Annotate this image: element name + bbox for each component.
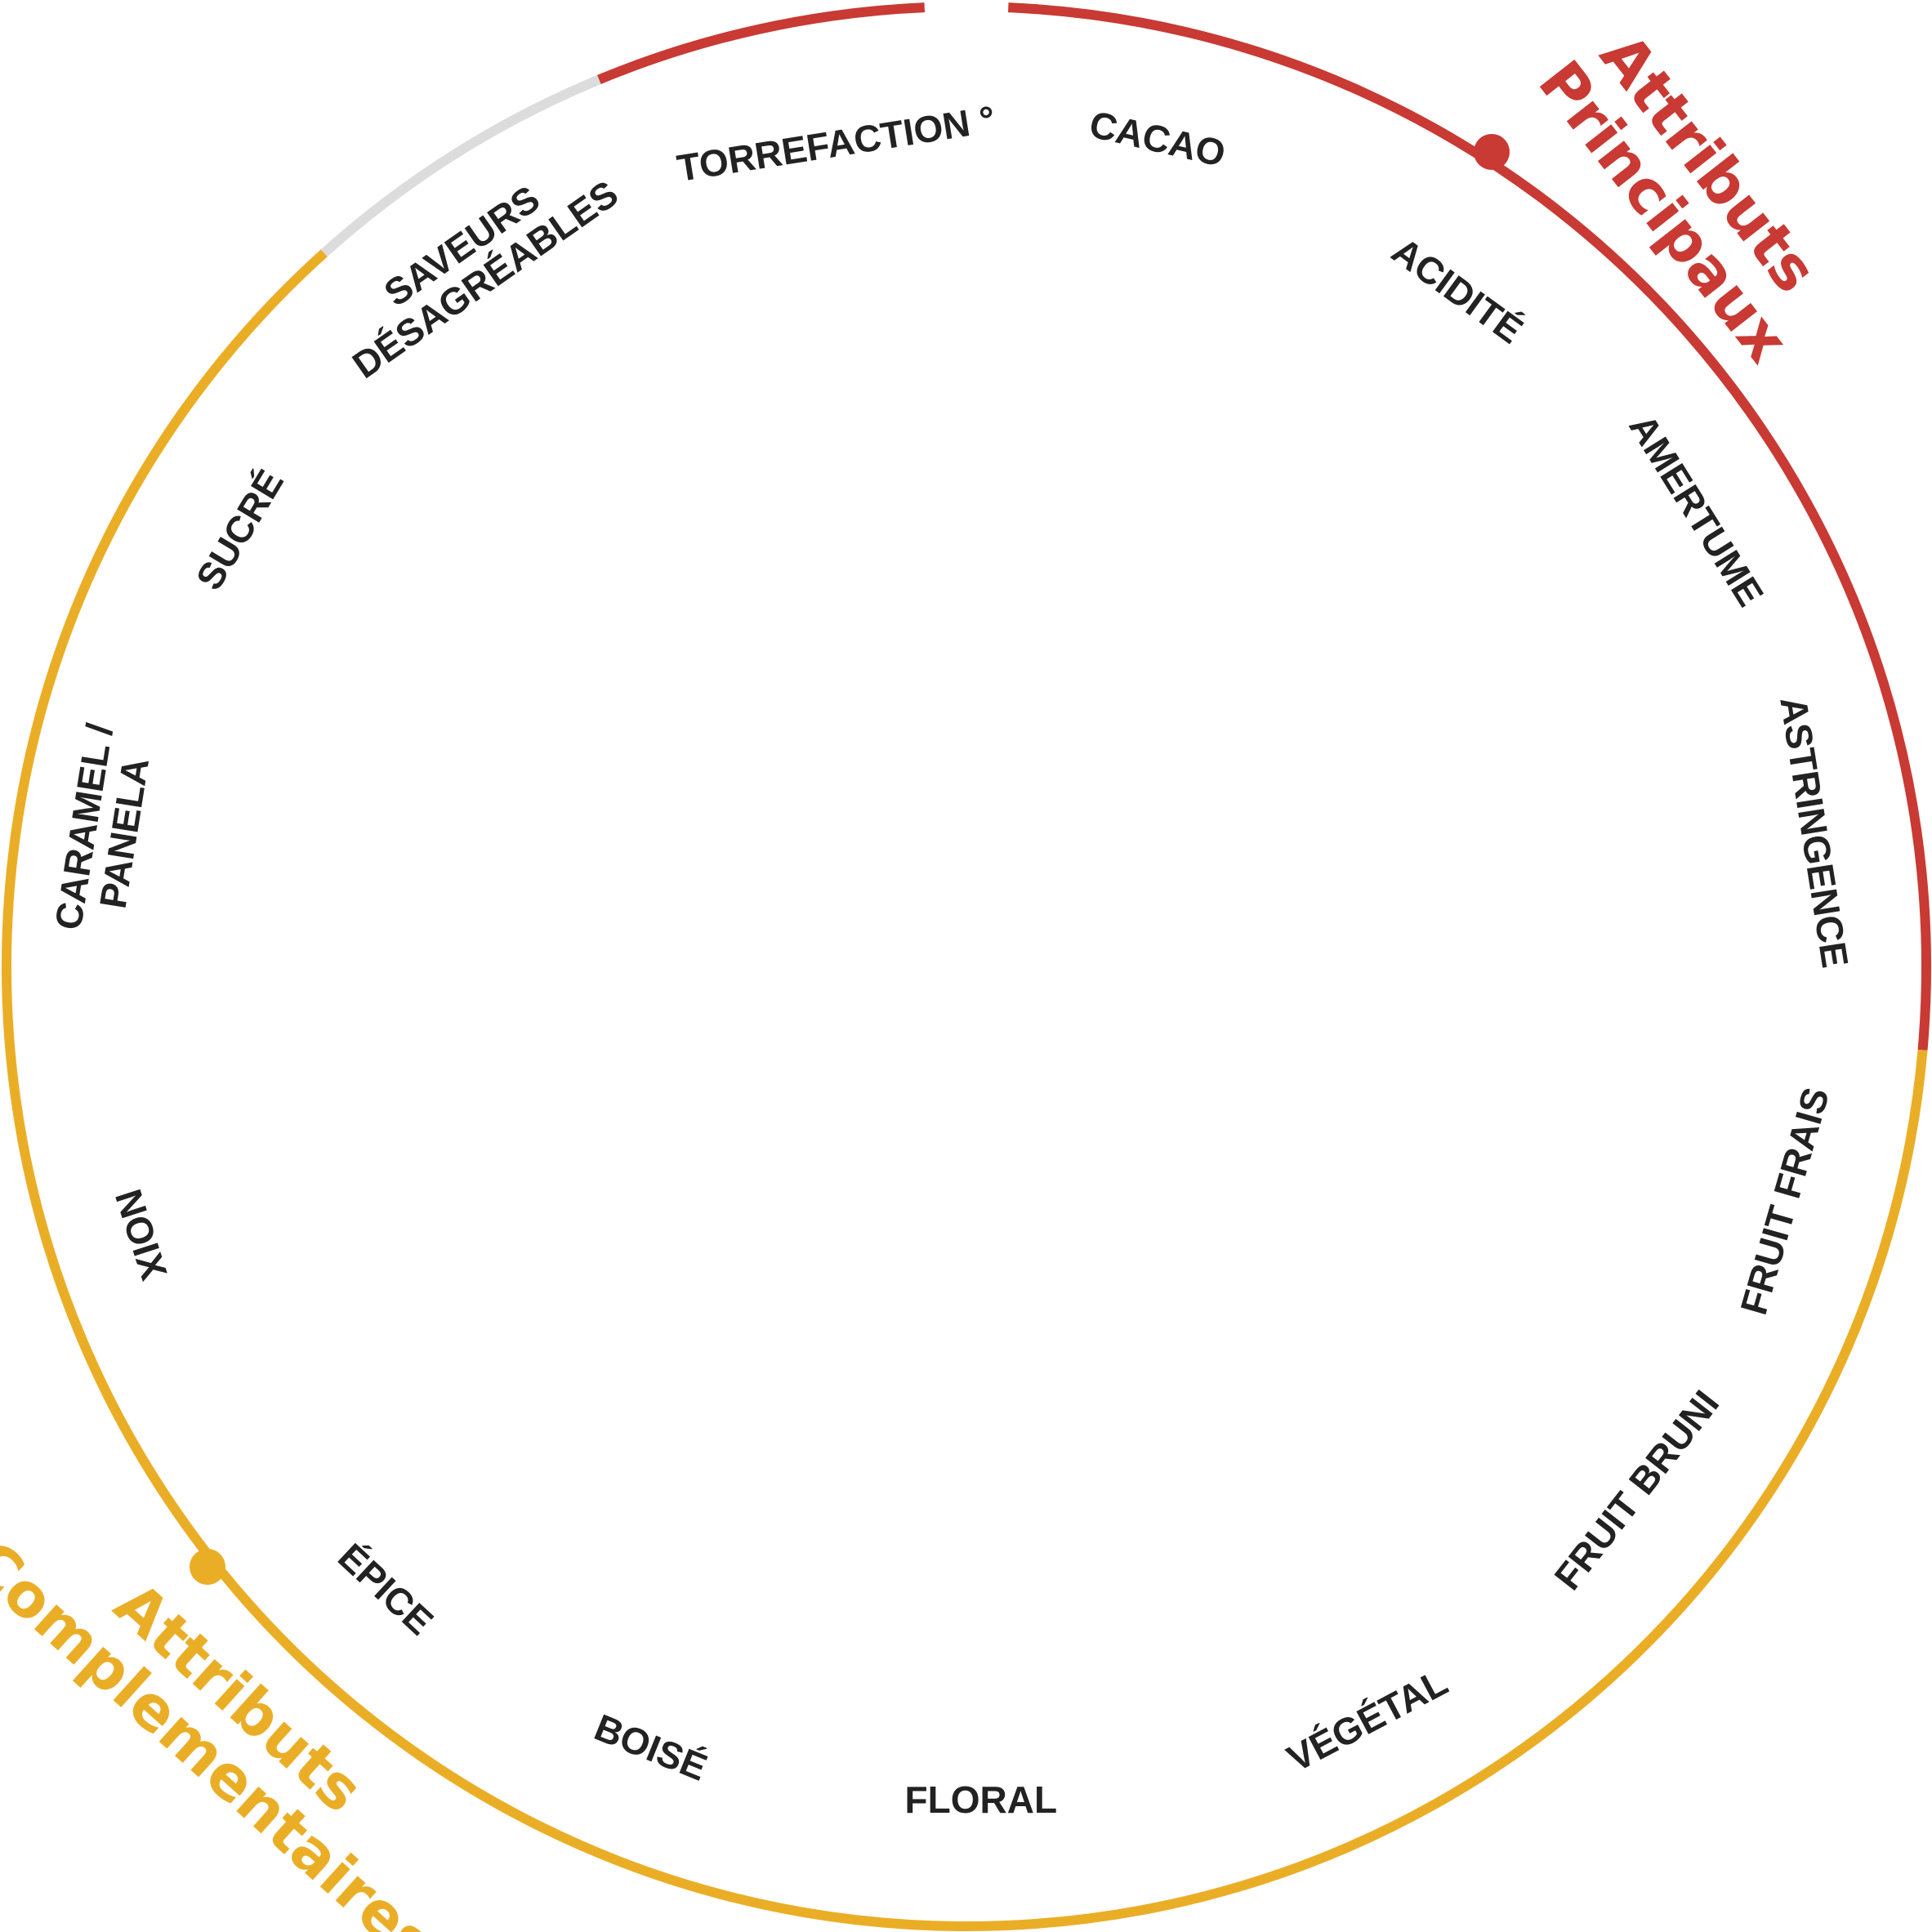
attribute-label-cacao: CACAO	[1086, 102, 1229, 175]
attribute-label-line: TORREFACTION °	[674, 97, 998, 190]
rim-other-arc	[320, 74, 601, 257]
attribute-label-fruit-frais: FRUIT FRAIS	[1732, 1082, 1837, 1318]
attribute-label-noix: NOIX	[107, 1185, 176, 1285]
attribute-label-epice: ÉPICE	[330, 1535, 441, 1643]
attribute-label-sucre: SUCRÉ	[188, 462, 292, 597]
attribute-label-astringence: ASTRINGENCE	[1772, 694, 1857, 970]
attribute-label-line: AMERTUME	[1621, 407, 1772, 614]
complementary-marker-dot	[190, 1549, 225, 1585]
attribute-label-caramel-panela: CARAMEL /PANELA	[47, 721, 162, 939]
attribute-label-line: FRUIT BRUNI	[1546, 1382, 1727, 1598]
attribute-label-line: ASTRINGENCE	[1772, 694, 1857, 970]
attribute-label-line: ACIDITÉ	[1385, 229, 1531, 351]
rim-torrefaction-arc	[597, 2, 926, 84]
attribute-label-line: CACAO	[1086, 102, 1229, 175]
rim-principal-arc	[1007, 2, 1931, 1051]
attribute-label-line: BOISÉ	[589, 1706, 713, 1789]
attribute-label-vegetal: VÉGÉTAL	[1280, 1661, 1454, 1780]
attribute-label-torrefaction: TORREFACTION °	[674, 97, 998, 190]
attribute-label-line: VÉGÉTAL	[1280, 1661, 1454, 1780]
principal-marker-dot	[1474, 134, 1510, 170]
attribute-label-line: ÉPICE	[330, 1535, 441, 1643]
attribute-label-boise: BOISÉ	[589, 1706, 713, 1789]
attribute-label-line: FRUIT FRAIS	[1732, 1082, 1837, 1318]
principal-group-title: Attributs Principaux	[1524, 8, 1854, 376]
attribute-label-acidite: ACIDITÉ	[1385, 229, 1531, 351]
rim-complementary-arc	[2, 249, 1928, 1931]
attribute-label-fruit-bruni: FRUIT BRUNI	[1546, 1382, 1727, 1598]
attribute-label-floral: FLORAL	[905, 1778, 1058, 1821]
complementary-group-title: Attributs Complementaires	[0, 1479, 492, 1932]
attribute-label-amertume: AMERTUME	[1621, 407, 1772, 614]
attribute-label-line: NOIX	[107, 1185, 176, 1285]
attribute-label-saveurs-desagreables: SAVEURSDÉSAGRÉABLES	[321, 139, 626, 386]
attribute-label-line: SUCRÉ	[188, 462, 292, 597]
attribute-label-line: FLORAL	[905, 1778, 1058, 1821]
